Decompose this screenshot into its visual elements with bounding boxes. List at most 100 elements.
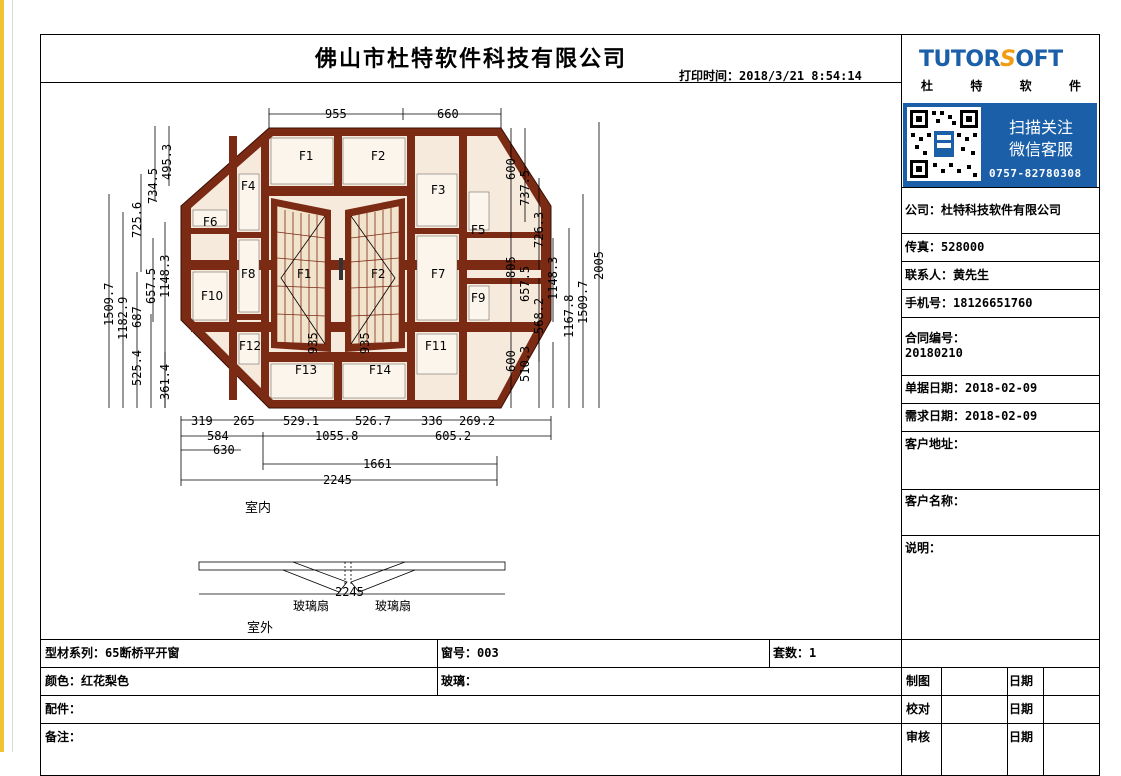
dim-left: 495.3 bbox=[160, 144, 174, 180]
dim-bottom: 584 bbox=[207, 429, 229, 443]
panel-label: F3 bbox=[431, 183, 446, 197]
tutorsoft-logo: TUTORSOFT 杜特软件 bbox=[915, 41, 1095, 99]
sash-height: 935 bbox=[306, 332, 320, 354]
rule bbox=[1007, 667, 1008, 775]
dim-left: 1182.9 bbox=[116, 297, 130, 340]
footer-glass: 玻璃： bbox=[441, 674, 478, 688]
rule bbox=[901, 187, 1099, 188]
panel-label: F11 bbox=[425, 339, 447, 353]
info-contact: 联系人：黄先生 bbox=[905, 268, 990, 282]
info-customer: 客户名称： bbox=[905, 494, 966, 508]
rule bbox=[901, 233, 1099, 234]
panel-label: F1 bbox=[297, 267, 312, 281]
footer-series: 型材系列：65断桥平开窗 bbox=[45, 646, 180, 660]
info-order-date: 单据日期：2018-02-09 bbox=[905, 381, 1038, 395]
footer-note: 备注： bbox=[45, 730, 82, 744]
rule bbox=[901, 289, 1099, 290]
footer-check: 校对 bbox=[906, 702, 931, 716]
panel-label: F2 bbox=[371, 149, 386, 163]
panel-label: F10 bbox=[201, 289, 223, 303]
panel-label: F5 bbox=[471, 223, 486, 237]
qr-phone: 0757-82780308 bbox=[989, 167, 1082, 180]
sash-height: 935 bbox=[358, 332, 372, 354]
rule bbox=[41, 723, 1099, 724]
rule bbox=[41, 639, 1099, 640]
rule bbox=[941, 667, 942, 775]
panel-label: F12 bbox=[239, 339, 261, 353]
panel-label: F4 bbox=[241, 179, 256, 193]
dim-left: 1509.7 bbox=[102, 283, 116, 326]
rule bbox=[41, 82, 901, 83]
dim-right: 1148.3 bbox=[546, 257, 560, 300]
page-title: 佛山市杜特软件科技有限公司 bbox=[314, 46, 627, 72]
dim-left: 1148.3 bbox=[158, 255, 172, 298]
panel-label: F6 bbox=[203, 215, 218, 229]
page-margin-line bbox=[12, 0, 13, 752]
dim-right: 737.5 bbox=[518, 170, 532, 206]
info-company: 公司：杜特科技软件有限公司 bbox=[905, 203, 1062, 217]
dim-left: 725.6 bbox=[130, 202, 144, 238]
rule bbox=[901, 489, 1099, 490]
dim-bottom: 529.1 bbox=[283, 414, 319, 428]
qr-panel: 扫描关注微信客服 0757-82780308 bbox=[903, 103, 1097, 187]
glass-sash-label: 玻璃扇 bbox=[375, 598, 411, 613]
info-fax: 传真：528000 bbox=[905, 240, 985, 254]
dim-bottom: 265 bbox=[233, 414, 255, 428]
dim-right: 600 bbox=[504, 158, 518, 180]
dim-left: 657.5 bbox=[144, 268, 158, 304]
dim-left: 734.5 bbox=[146, 168, 160, 204]
panel-label: F8 bbox=[241, 267, 256, 281]
dim-right: 510.3 bbox=[518, 346, 532, 382]
dim-left: 687 bbox=[130, 306, 144, 328]
info-contract-no: 20180210 bbox=[905, 346, 963, 360]
rule bbox=[901, 535, 1099, 536]
dim-bottom: 319 bbox=[191, 414, 213, 428]
rule bbox=[901, 403, 1099, 404]
footer-draw: 制图 bbox=[906, 674, 931, 688]
rule bbox=[1043, 667, 1044, 775]
footer-date-1: 日期 bbox=[1009, 674, 1034, 688]
dim-top: 955 bbox=[325, 107, 347, 121]
panel-label: F14 bbox=[369, 363, 391, 377]
info-address: 客户地址： bbox=[905, 437, 966, 451]
info-mobile: 手机号：18126651760 bbox=[905, 296, 1033, 310]
logo-subtitle: 杜特软件 bbox=[921, 79, 1081, 93]
dim-bottom: 1055.8 bbox=[315, 429, 358, 443]
print-time: 打印时间：2018/3/21 8:54:14 bbox=[679, 69, 862, 83]
rule bbox=[769, 639, 770, 667]
dim-bottom: 605.2 bbox=[435, 429, 471, 443]
panel-label: F13 bbox=[295, 363, 317, 377]
dim-bottom: 1661 bbox=[363, 457, 392, 471]
dim-bottom: 630 bbox=[213, 443, 235, 457]
footer-review: 审核 bbox=[906, 730, 931, 744]
qr-caption: 扫描关注微信客服 bbox=[1008, 118, 1073, 159]
order-sheet: 佛山市杜特软件科技有限公司 打印时间：2018/3/21 8:54:14 TUT… bbox=[40, 34, 1100, 776]
footer-date-3: 日期 bbox=[1009, 730, 1034, 744]
window-edge bbox=[0, 0, 4, 752]
dim-right: 1167.8 bbox=[562, 295, 576, 338]
rule bbox=[901, 431, 1099, 432]
dim-right: 805 bbox=[504, 256, 518, 278]
dim-top: 660 bbox=[437, 107, 459, 121]
dim-bottom: 336 bbox=[421, 414, 443, 428]
footer-sets: 套数：1 bbox=[773, 646, 817, 660]
plan-width: 2245 bbox=[335, 585, 364, 599]
dim-right: 726.3 bbox=[532, 212, 546, 248]
dim-right: 657.5 bbox=[518, 266, 532, 302]
rule bbox=[41, 667, 1099, 668]
info-contract-label: 合同编号： bbox=[905, 331, 966, 345]
dim-left: 525.4 bbox=[130, 350, 144, 386]
dim-right: 1509.7 bbox=[576, 281, 590, 324]
footer-window-no: 窗号：003 bbox=[441, 646, 499, 660]
rule bbox=[901, 375, 1099, 376]
dim-right: 600 bbox=[504, 350, 518, 372]
footer-date-2: 日期 bbox=[1009, 702, 1034, 716]
rule bbox=[901, 35, 902, 775]
qr-code-icon bbox=[907, 107, 981, 181]
panel-label: F9 bbox=[471, 291, 486, 305]
glass-sash-label: 玻璃扇 bbox=[293, 598, 329, 613]
dim-bottom: 526.7 bbox=[355, 414, 391, 428]
footer-color: 颜色：红花梨色 bbox=[45, 674, 130, 688]
panel-label: F2 bbox=[371, 267, 386, 281]
dim-bottom: 2245 bbox=[323, 473, 352, 487]
